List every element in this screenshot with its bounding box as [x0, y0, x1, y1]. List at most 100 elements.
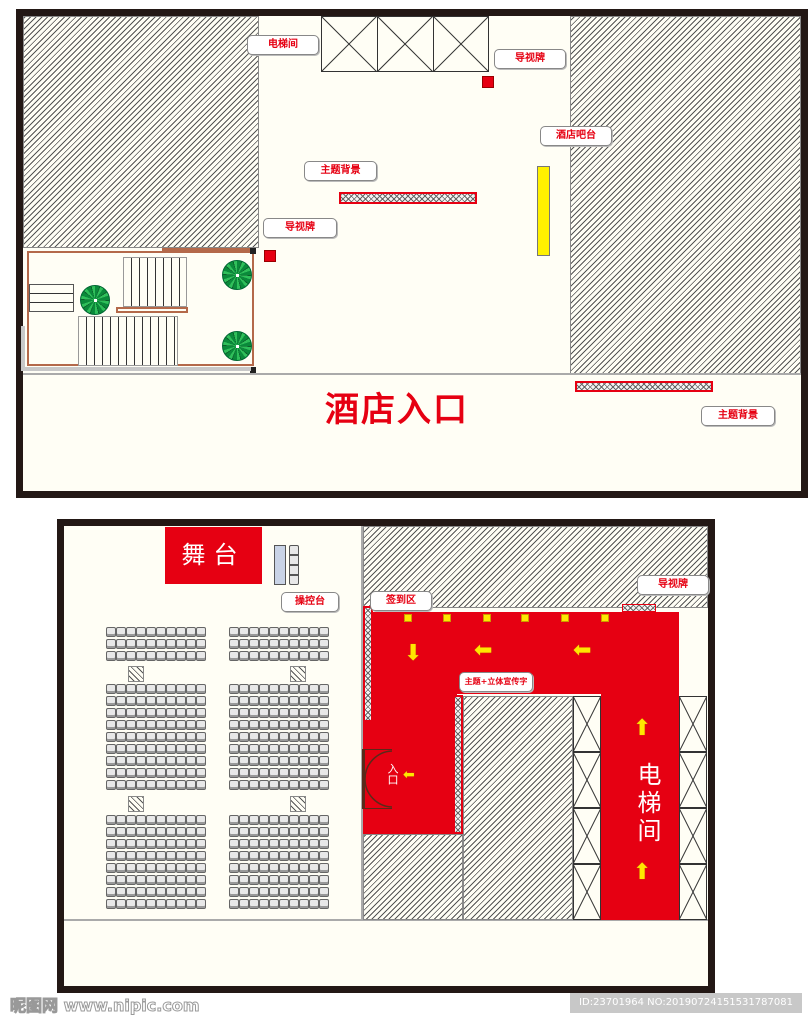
seat-icon [126, 899, 136, 909]
seat-icon [309, 720, 319, 730]
seat-icon [229, 875, 239, 885]
seat-icon [229, 851, 239, 861]
seat-icon [126, 839, 136, 849]
seat-icon [166, 684, 176, 694]
seat-icon [299, 756, 309, 766]
seat-icon [319, 684, 329, 694]
elevator-cross-icon [573, 696, 601, 920]
seat-icon [309, 696, 319, 706]
seat-icon [239, 839, 249, 849]
seat-icon [186, 732, 196, 742]
seat-icon [319, 720, 329, 730]
seat-icon [166, 744, 176, 754]
seat-icon [196, 651, 206, 661]
elevator-hall-label: 电梯间 [633, 762, 661, 846]
seat-icon [176, 839, 186, 849]
seat-icon [279, 651, 289, 661]
seat-icon [176, 696, 186, 706]
seat-icon [319, 780, 329, 790]
seat-icon [196, 732, 206, 742]
seat-icon [259, 639, 269, 649]
seat-icon [106, 827, 116, 837]
seat-icon [269, 839, 279, 849]
seat-icon [309, 768, 319, 778]
seat-icon [279, 708, 289, 718]
red-carpet-left-leg [363, 612, 457, 834]
seat-icon [196, 744, 206, 754]
seat-icon [279, 887, 289, 897]
seat-icon [166, 708, 176, 718]
seat-icon [299, 815, 309, 825]
seat-icon [176, 756, 186, 766]
plant-icon [80, 285, 110, 315]
seat-icon [166, 875, 176, 885]
seat-icon [136, 627, 146, 637]
seat-icon [126, 708, 136, 718]
seat-icon [126, 651, 136, 661]
seat-icon [259, 768, 269, 778]
label-theme-backdrop-center: 主题背景 [304, 161, 377, 181]
seat-icon [106, 651, 116, 661]
seat-icon [116, 651, 126, 661]
seat-icon [259, 744, 269, 754]
seat-icon [299, 732, 309, 742]
seat-icon [166, 639, 176, 649]
seat-icon [116, 732, 126, 742]
seat-icon [116, 708, 126, 718]
light-icon [404, 614, 412, 622]
seat-icon [229, 684, 239, 694]
seat-icon [186, 639, 196, 649]
stage: 舞台 [165, 527, 262, 584]
seat-icon [176, 651, 186, 661]
seat-icon [136, 720, 146, 730]
seat-icon [229, 863, 239, 873]
seating-block-right-middle [229, 684, 329, 790]
seat-icon [186, 815, 196, 825]
seat-icon [279, 756, 289, 766]
arrow-left-icon: ⬅ [474, 638, 493, 663]
seat-icon [269, 875, 279, 885]
seat-icon [136, 863, 146, 873]
seat-icon [229, 827, 239, 837]
control-desk [274, 545, 286, 585]
seat-icon [289, 827, 299, 837]
seat-icon [239, 899, 249, 909]
seat-icon [166, 780, 176, 790]
seat-icon [269, 627, 279, 637]
seat-icon [176, 744, 186, 754]
seat-icon [116, 887, 126, 897]
seat-icon [116, 720, 126, 730]
seat-icon [239, 627, 249, 637]
seat-icon [146, 768, 156, 778]
restricted-area-top-right [570, 16, 801, 374]
seat-icon [259, 875, 269, 885]
elevator-bank-left [573, 696, 601, 920]
pillar [128, 796, 144, 812]
seat-icon [249, 827, 259, 837]
seat-icon [116, 815, 126, 825]
seat-icon [289, 839, 299, 849]
seat-icon [116, 768, 126, 778]
seat-icon [196, 627, 206, 637]
seat-icon [259, 827, 269, 837]
seating-block-right-front [229, 627, 329, 661]
seat-icon [269, 756, 279, 766]
entrance-door[interactable] [362, 748, 393, 810]
seat-icon [249, 708, 259, 718]
seat-icon [176, 708, 186, 718]
seat-icon [106, 780, 116, 790]
seat-icon [239, 827, 249, 837]
seat-icon [176, 732, 186, 742]
label-signin-area: 签到区 [370, 591, 432, 611]
seat-icon [299, 639, 309, 649]
seat-icon [146, 851, 156, 861]
seat-icon [239, 720, 249, 730]
seating-block-right-rear [229, 815, 329, 909]
entrance-label: 入口 [386, 763, 399, 785]
seat-icon [106, 863, 116, 873]
seat-icon [279, 851, 289, 861]
seat-icon [309, 639, 319, 649]
seat-icon [269, 732, 279, 742]
label-elevator: 电梯间 [247, 35, 319, 55]
seat-icon [249, 899, 259, 909]
